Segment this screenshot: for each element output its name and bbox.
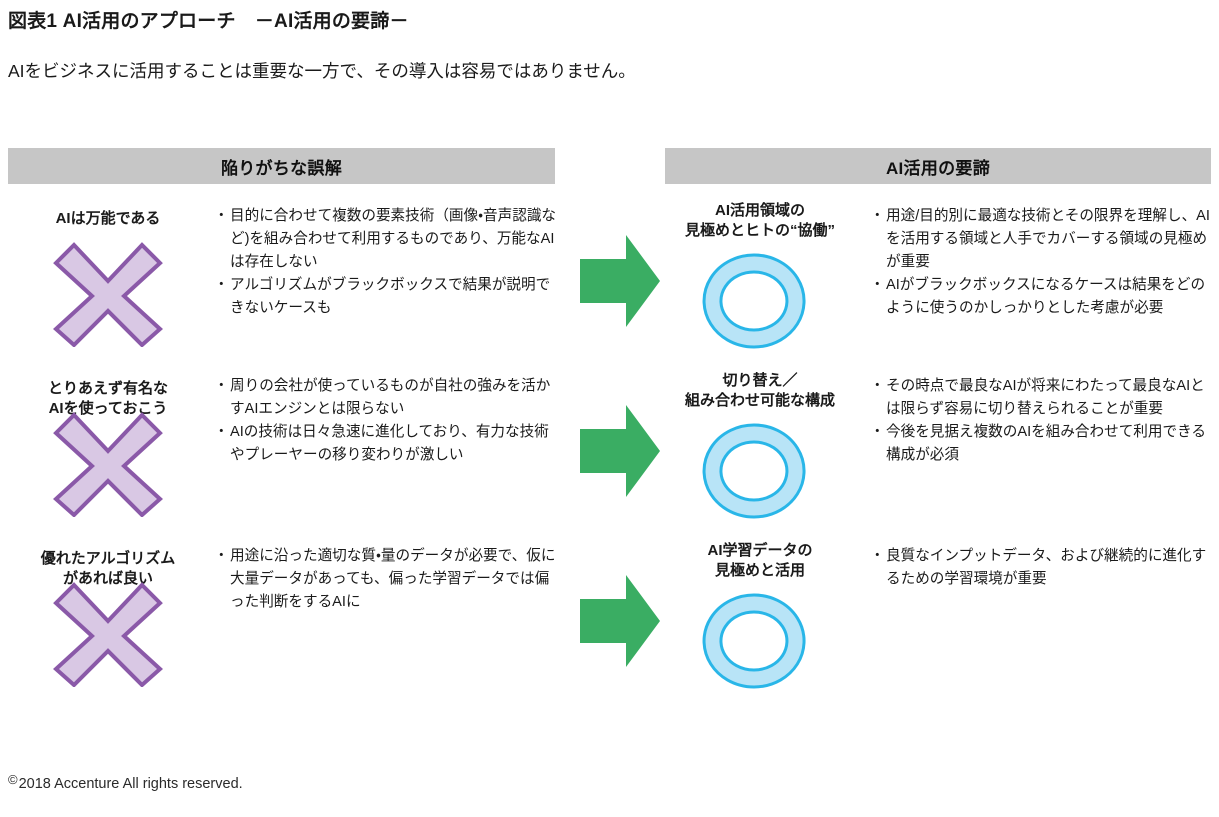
keypoint-bullet-list: 用途/目的別に最適な技術とその限界を理解し、AIを活用する領域と人手でカバーする… xyxy=(870,205,1214,320)
misconception-label: 優れたアルゴリズムがあれば良い xyxy=(40,550,176,588)
bullet-item: アルゴリズムがブラックボックスで結果が説明できないケースも xyxy=(214,274,561,320)
cross-x-icon xyxy=(52,411,164,518)
bullet-item: 良質なインプットデータ、および継続的に進化するための学習環境が重要 xyxy=(870,545,1214,591)
ring-donut-icon xyxy=(702,253,806,349)
misconception-bullet-list: 目的に合わせて複数の要素技術（画像・音声認識など)を組み合わせて利用するものであ… xyxy=(214,205,561,320)
keypoint-bullets: その時点で最良なAIが将来にわたって最良なAIとは限らず容易に切り替えられること… xyxy=(870,375,1214,467)
copyright-footer: © 2018 Accenture All rights reserved. xyxy=(8,772,243,792)
copyright-text: 2018 Accenture All rights reserved. xyxy=(18,776,243,792)
page-subtitle: AIをビジネスに活用することは重要な一方で、その導入は容易ではありません。 xyxy=(8,61,636,81)
right-arrow-icon xyxy=(578,405,662,497)
column-header-misconceptions: 陥りがちな誤解 xyxy=(8,148,555,184)
column-header-keypoints: AI活用の要諦 xyxy=(665,148,1211,184)
misconception-label: AIは万能である xyxy=(55,210,161,227)
cross-x-icon xyxy=(52,581,164,688)
misconception-bullets: 目的に合わせて複数の要素技術（画像・音声認識など)を組み合わせて利用するものであ… xyxy=(214,205,561,320)
content-row: 優れたアルゴリズムがあれば良い用途に沿った適切な質・量のデータが必要で、仮に大量… xyxy=(0,535,1219,700)
bullet-item: 周りの会社が使っているものが自社の強みを活かすAIエンジンとは限らない xyxy=(214,375,561,421)
right-arrow-icon xyxy=(578,575,662,667)
bullet-item: 今後を見据え複数のAIを組み合わせて利用できる構成が必須 xyxy=(870,421,1214,467)
content-row: AIは万能である 目的に合わせて複数の要素技術（画像・音声認識など)を組み合わせて… xyxy=(0,195,1219,360)
misconception-bullets: 周りの会社が使っているものが自社の強みを活かすAIエンジンとは限らないAIの技術… xyxy=(214,375,561,467)
column-header-misconceptions-label: 陥りがちな誤解 xyxy=(220,158,343,178)
misconception-bullet-list: 用途に沿った適切な質・量のデータが必要で、仮に大量データがあっても、偏った学習デ… xyxy=(214,545,561,614)
keypoint-label: 切り替え／組み合わせ可能な構成 xyxy=(684,372,835,410)
ring-donut-icon xyxy=(702,593,806,689)
misconception-bullet-list: 周りの会社が使っているものが自社の強みを活かすAIエンジンとは限らないAIの技術… xyxy=(214,375,561,467)
keypoint-label: AI活用領域の見極めとヒトの“協働” xyxy=(684,202,835,240)
keypoint-bullets: 用途/目的別に最適な技術とその限界を理解し、AIを活用する領域と人手でカバーする… xyxy=(870,205,1214,320)
bullet-item: 用途に沿った適切な質・量のデータが必要で、仮に大量データがあっても、偏った学習デ… xyxy=(214,545,561,614)
bullet-item: 用途/目的別に最適な技術とその限界を理解し、AIを活用する領域と人手でカバーする… xyxy=(870,205,1214,274)
bullet-item: その時点で最良なAIが将来にわたって最良なAIとは限らず容易に切り替えられること… xyxy=(870,375,1214,421)
keypoint-bullet-list: 良質なインプットデータ、および継続的に進化するための学習環境が重要 xyxy=(870,545,1214,591)
misconception-bullets: 用途に沿った適切な質・量のデータが必要で、仮に大量データがあっても、偏った学習デ… xyxy=(214,545,561,614)
page-title: 図表1 AI活用のアプローチ －AI活用の要諦－ xyxy=(8,11,409,32)
cross-x-icon xyxy=(52,241,164,348)
bullet-item: AIの技術は日々急速に進化しており、有力な技術やプレーヤーの移り変わりが激しい xyxy=(214,421,561,467)
column-header-keypoints-label: AI活用の要諦 xyxy=(885,158,991,178)
copyright-icon: © xyxy=(8,772,18,787)
right-arrow-icon xyxy=(578,235,662,327)
bullet-item: 目的に合わせて複数の要素技術（画像・音声認識など)を組み合わせて利用するものであ… xyxy=(214,205,561,274)
ring-donut-icon xyxy=(702,423,806,519)
keypoint-bullets: 良質なインプットデータ、および継続的に進化するための学習環境が重要 xyxy=(870,545,1214,591)
bullet-item: AIがブラックボックスになるケースは結果をどのように使うのかしっかりとした考慮が… xyxy=(870,274,1214,320)
keypoint-label: AI学習データの見極めと活用 xyxy=(707,542,813,580)
keypoint-bullet-list: その時点で最良なAIが将来にわたって最良なAIとは限らず容易に切り替えられること… xyxy=(870,375,1214,467)
